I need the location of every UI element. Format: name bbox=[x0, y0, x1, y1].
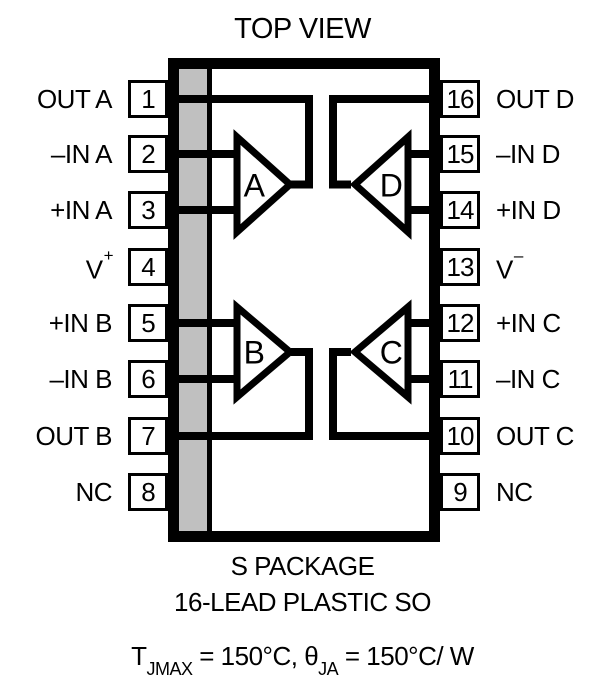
pin-11-number-box: 11 bbox=[440, 360, 480, 398]
pin-row-2: –IN A 2 bbox=[0, 135, 168, 173]
pin-row-12: 12 +IN C bbox=[440, 304, 605, 342]
pin-9-number-box: 9 bbox=[440, 473, 480, 511]
pin-13-label-sup: – bbox=[513, 246, 523, 266]
pin-16-label: OUT D bbox=[496, 84, 574, 114]
opamp-a-triangle bbox=[233, 129, 296, 240]
pin-3-number-box: 3 bbox=[128, 191, 168, 229]
pin-4-label: V+ bbox=[85, 245, 114, 289]
pin-16-number-box: 16 bbox=[440, 80, 480, 118]
trace-out-c bbox=[329, 348, 429, 440]
pin-4-label-sup: + bbox=[103, 246, 114, 266]
pin-row-1: OUT A 1 bbox=[0, 80, 168, 118]
trace-out-d bbox=[329, 95, 429, 189]
pin-11-label: –IN C bbox=[496, 364, 560, 394]
pin-13-number-box: 13 bbox=[440, 248, 480, 286]
amp-b-label: B bbox=[243, 334, 265, 371]
figure-title: TOP VIEW bbox=[234, 13, 371, 45]
pin-row-7: OUT B 7 bbox=[0, 417, 168, 455]
amp-a-label: A bbox=[243, 167, 265, 204]
thermal-theta-value: = 150°C/ W bbox=[338, 641, 474, 671]
pin-row-14: 14 +IN D bbox=[440, 191, 605, 229]
pin-6-label: –IN B bbox=[49, 364, 112, 394]
amp-c-label: C bbox=[379, 334, 403, 371]
pin-2-label: –IN A bbox=[50, 139, 113, 169]
pin-6-number-box: 6 bbox=[128, 360, 168, 398]
pin-5-label: +IN B bbox=[48, 308, 113, 338]
pin-9-label: NC bbox=[496, 477, 533, 507]
thermal-t-symbol: T bbox=[131, 641, 147, 671]
pin-15-number-box: 15 bbox=[440, 135, 480, 173]
pin-12-number-box: 12 bbox=[440, 304, 480, 342]
trace-out-b bbox=[179, 348, 313, 440]
opamp-c-triangle bbox=[349, 299, 412, 405]
pin-4-label-base: V bbox=[85, 254, 103, 285]
thermal-t-subscript: JMAX bbox=[146, 659, 194, 680]
thermal-theta-subscript: JA bbox=[318, 659, 339, 680]
package-description: 16-LEAD PLASTIC SO bbox=[174, 587, 431, 617]
pin-row-16: 16 OUT D bbox=[440, 80, 605, 118]
package-name: S PACKAGE bbox=[230, 551, 375, 581]
pin-15-label: –IN D bbox=[496, 139, 560, 169]
pin-row-10: 10 OUT C bbox=[440, 417, 605, 455]
pin-8-label: NC bbox=[75, 477, 112, 507]
pin-14-number-box: 14 bbox=[440, 191, 480, 229]
pin-row-5: +IN B 5 bbox=[0, 304, 168, 342]
pin-5-number-box: 5 bbox=[128, 304, 168, 342]
pin-2-number-box: 2 bbox=[128, 135, 168, 173]
pin-1-number-box: 1 bbox=[128, 80, 168, 118]
thermal-t-value: = 150°C, bbox=[192, 641, 305, 671]
opamp-d-triangle bbox=[349, 129, 412, 240]
pin-row-3: +IN A 3 bbox=[0, 191, 168, 229]
pin-row-13: 13 V– bbox=[440, 245, 605, 289]
pin-14-label: +IN D bbox=[496, 195, 561, 225]
pin-row-15: 15 –IN D bbox=[440, 135, 605, 173]
amp-d-label: D bbox=[379, 167, 403, 204]
pin-1-label: OUT A bbox=[36, 84, 113, 114]
stripe-edge-line bbox=[207, 69, 212, 531]
pin-13-label-base: V bbox=[496, 254, 513, 285]
pin-row-11: 11 –IN C bbox=[440, 360, 605, 398]
pin-7-label: OUT B bbox=[35, 421, 113, 451]
chip-body bbox=[168, 58, 440, 542]
package-caption: S PACKAGE 16-LEAD PLASTIC SO bbox=[0, 548, 605, 620]
pin-row-9: 9 NC bbox=[440, 473, 605, 511]
pin1-indicator-stripe bbox=[179, 69, 207, 531]
pin-8-number-box: 8 bbox=[128, 473, 168, 511]
pin-3-label: +IN A bbox=[50, 195, 112, 225]
pin-row-6: –IN B 6 bbox=[0, 360, 168, 398]
thermal-note: TJMAX = 150°C, θJA = 150°C/ W bbox=[0, 641, 605, 680]
pin-row-4: V+ 4 bbox=[0, 245, 168, 289]
thermal-theta-symbol: θ bbox=[304, 641, 319, 671]
pin-13-label: V– bbox=[496, 245, 523, 289]
pin-10-number-box: 10 bbox=[440, 417, 480, 455]
pin-10-label: OUT C bbox=[496, 421, 574, 451]
pin-12-label: +IN C bbox=[496, 308, 561, 338]
pin-row-8: NC 8 bbox=[0, 473, 168, 511]
pin-4-number-box: 4 bbox=[128, 248, 168, 286]
trace-out-a bbox=[179, 95, 313, 189]
pin-7-number-box: 7 bbox=[128, 417, 168, 455]
opamp-b-triangle bbox=[233, 299, 296, 405]
